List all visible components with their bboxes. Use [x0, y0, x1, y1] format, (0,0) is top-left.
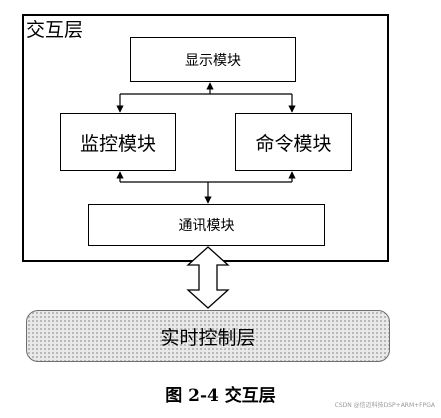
realtime-control-layer: 实时控制层: [26, 310, 390, 362]
watermark-text: CSDN @信迈科技DSP+ARM+FPGA: [334, 402, 435, 409]
interaction-layer-label: 交互层: [26, 19, 84, 41]
communication-module-box: 通讯模块: [88, 204, 325, 246]
monitor-module-box: 监控模块: [60, 113, 176, 171]
figure-caption: 图 2-4 交互层: [165, 386, 276, 406]
display-module-box: 显示模块: [130, 37, 296, 82]
command-module-box: 命令模块: [235, 113, 352, 171]
